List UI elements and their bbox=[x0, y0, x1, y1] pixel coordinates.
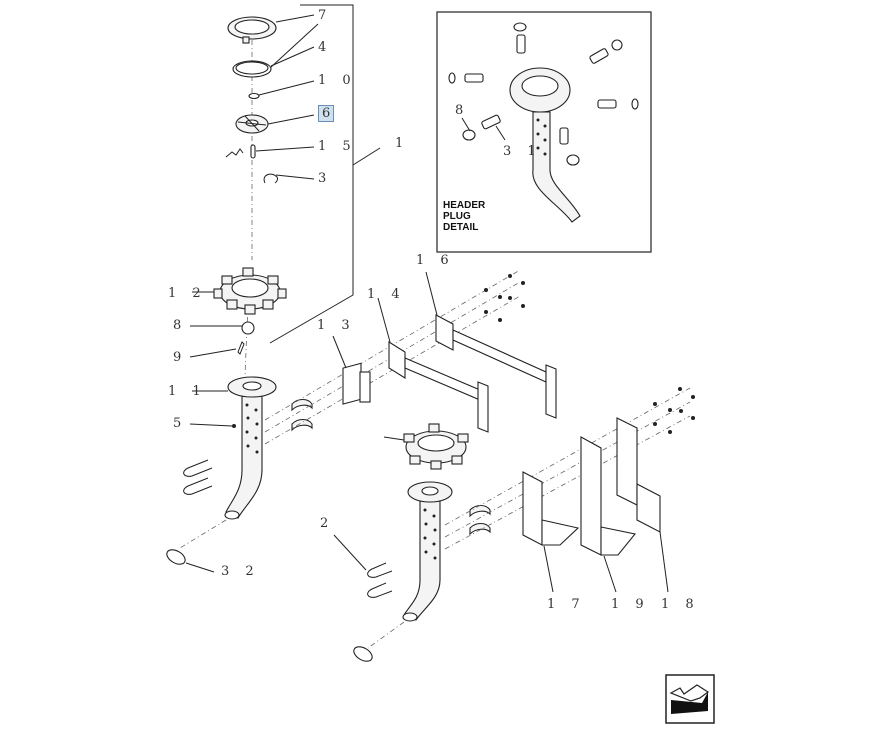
leader-16 bbox=[425, 271, 438, 316]
part-17-bracket[interactable] bbox=[522, 471, 580, 546]
callout-17[interactable]: 1 7 bbox=[547, 597, 586, 612]
group-bracket-1 bbox=[269, 4, 354, 344]
leader-1 bbox=[352, 147, 381, 166]
detail-title-line: PLUG bbox=[443, 211, 471, 222]
leader-7 bbox=[275, 14, 315, 23]
callout-12[interactable]: 1 2 bbox=[168, 286, 207, 301]
leader-5 bbox=[189, 423, 233, 427]
part-15-pin[interactable] bbox=[250, 144, 256, 159]
bolts-upper[interactable] bbox=[484, 274, 525, 322]
callout-5[interactable]: 5 bbox=[173, 416, 188, 431]
leader-3 bbox=[275, 174, 315, 180]
part-5-bolt[interactable] bbox=[232, 424, 236, 428]
callout-11[interactable]: 1 1 bbox=[168, 384, 207, 399]
callout-18[interactable]: 1 8 bbox=[661, 597, 700, 612]
callout-32[interactable]: 3 2 bbox=[221, 564, 260, 579]
part-4-gasket[interactable] bbox=[232, 60, 272, 78]
detail-box-title: HEADER PLUG DETAIL bbox=[443, 200, 485, 233]
leader-detail-31 bbox=[495, 125, 506, 141]
leader-18 bbox=[659, 531, 669, 593]
callout-1[interactable]: 1 bbox=[395, 136, 410, 151]
callout-10[interactable]: 1 0 bbox=[318, 73, 357, 88]
callout-8[interactable]: 8 bbox=[173, 318, 188, 333]
leader-17 bbox=[543, 545, 554, 593]
part-11-tube[interactable] bbox=[224, 376, 277, 520]
leader-2 bbox=[333, 534, 367, 571]
callout-3[interactable]: 3 bbox=[318, 171, 333, 186]
part-12-header[interactable] bbox=[213, 267, 287, 315]
leader-9 bbox=[189, 348, 237, 358]
detail-header-plug-assembly bbox=[448, 22, 639, 223]
part-32-hose-clamp[interactable] bbox=[164, 547, 187, 567]
leader-detail-8 bbox=[461, 117, 471, 132]
previous-view-arrow-icon[interactable] bbox=[665, 674, 715, 724]
callout-6-highlighted[interactable]: 6 bbox=[318, 105, 335, 122]
part-18-bracket[interactable] bbox=[616, 417, 661, 533]
part-6-distributor-plate[interactable] bbox=[235, 114, 269, 134]
leader-7b bbox=[269, 23, 319, 69]
callout-14[interactable]: 1 4 bbox=[367, 287, 406, 302]
part-19-bracket[interactable] bbox=[580, 436, 636, 556]
callout-19[interactable]: 1 9 bbox=[611, 597, 650, 612]
part-7-lid[interactable] bbox=[227, 16, 277, 44]
part-14-bracket[interactable] bbox=[388, 341, 489, 433]
leader-32 bbox=[185, 562, 215, 573]
leader-19 bbox=[603, 555, 617, 593]
mount-line bbox=[444, 387, 691, 526]
leader-15 bbox=[255, 146, 315, 152]
detail-title-line: DETAIL bbox=[443, 222, 479, 233]
leader-6 bbox=[267, 114, 315, 125]
callout-13[interactable]: 1 3 bbox=[317, 318, 356, 333]
part-10-o-ring[interactable] bbox=[248, 92, 260, 100]
axis-line-mid bbox=[244, 304, 249, 376]
part-16-bracket[interactable] bbox=[435, 314, 557, 419]
detail-callout-31[interactable]: 3 1 bbox=[503, 144, 542, 159]
second-header[interactable] bbox=[383, 423, 469, 470]
part-8-clamp[interactable] bbox=[241, 321, 255, 335]
leader-14 bbox=[377, 297, 391, 343]
u-bolts-left[interactable] bbox=[183, 459, 213, 495]
saddles-right[interactable] bbox=[469, 504, 491, 536]
part-9-key[interactable] bbox=[237, 341, 245, 355]
leader-13 bbox=[332, 335, 347, 369]
callout-7[interactable]: 7 bbox=[318, 8, 333, 23]
u-bolts-right[interactable] bbox=[367, 562, 393, 598]
second-tube[interactable] bbox=[402, 481, 453, 622]
leader-10 bbox=[258, 80, 315, 96]
callout-15[interactable]: 1 5 bbox=[318, 139, 357, 154]
callout-9[interactable]: 9 bbox=[173, 350, 188, 365]
small-clip-part[interactable] bbox=[225, 148, 244, 158]
part-13-bracket[interactable] bbox=[342, 362, 371, 405]
mount-line bbox=[444, 415, 691, 550]
detail-callout-8[interactable]: 8 bbox=[455, 103, 470, 118]
bolts-lower[interactable] bbox=[653, 387, 695, 434]
detail-title-line: HEADER bbox=[443, 200, 486, 211]
saddles-left[interactable] bbox=[291, 398, 313, 432]
hose-clamp-lower[interactable] bbox=[351, 644, 374, 664]
callout-2[interactable]: 2 bbox=[320, 516, 335, 531]
mount-line bbox=[179, 519, 227, 549]
part-3-clip[interactable] bbox=[263, 173, 279, 184]
callout-16[interactable]: 1 6 bbox=[416, 253, 455, 268]
mount-line bbox=[367, 621, 405, 649]
leader-4 bbox=[270, 46, 315, 67]
callout-4[interactable]: 4 bbox=[318, 40, 333, 55]
